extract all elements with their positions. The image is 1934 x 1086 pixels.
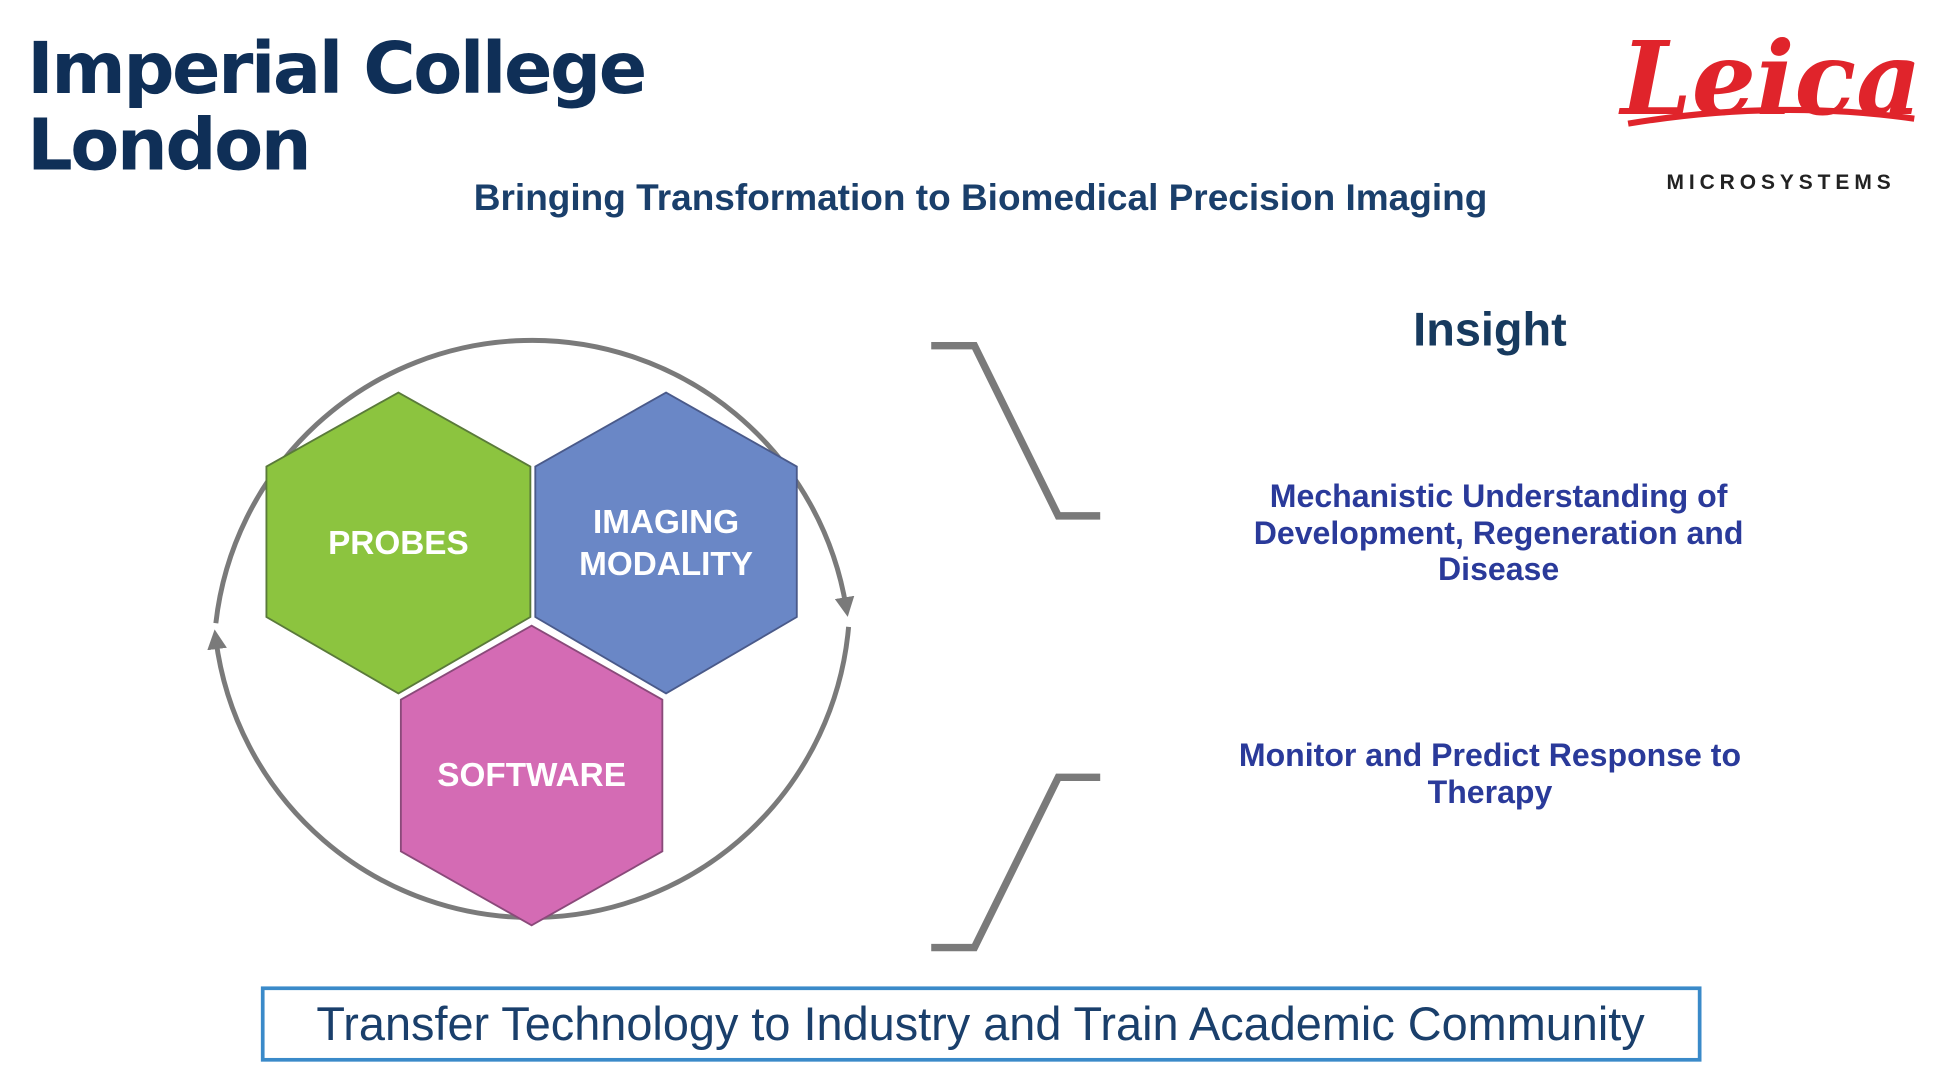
hexagon-label: MODALITY (579, 546, 753, 583)
imperial-college-logo: Imperial College London (27, 27, 647, 186)
logo-line2: London (27, 103, 309, 186)
outcome-line: Mechanistic Understanding of (1270, 478, 1728, 514)
hexagon-label: IMAGING (593, 504, 739, 541)
leica-swoosh (1627, 106, 1915, 127)
bracket-upper (931, 341, 1101, 520)
page-title: Bringing Transformation to Biomedical Pr… (474, 177, 1488, 218)
bracket-lower (931, 773, 1101, 952)
hexagon-probes: PROBES (265, 391, 532, 695)
hexagon-software: SOFTWARE (399, 624, 664, 927)
footer-banner: Transfer Technology to Industry and Trai… (260, 986, 1702, 1062)
outcome-line: Therapy (1428, 774, 1553, 810)
logo-line1: Imperial College (27, 27, 645, 110)
outcome-line: Disease (1438, 551, 1559, 587)
leica-microsystems-logo: Leica MICROSYSTEMS (1618, 19, 1922, 194)
outcome-line: Monitor and Predict Response to (1239, 737, 1741, 773)
leica-tagline: MICROSYSTEMS (1666, 171, 1895, 194)
footer-banner-text: Transfer Technology to Industry and Trai… (316, 998, 1645, 1050)
outcome-monitor: Monitor and Predict Response to Therapy (1239, 737, 1741, 810)
hexagon-label: PROBES (328, 525, 469, 562)
hexagon-label: SOFTWARE (437, 757, 626, 794)
outcome-line: Development, Regeneration and (1254, 515, 1744, 551)
outcome-mechanistic: Mechanistic Understanding of Development… (1254, 478, 1744, 587)
hexagon-imaging-modality: IMAGING MODALITY (534, 391, 798, 695)
insight-heading: Insight (1413, 304, 1567, 356)
